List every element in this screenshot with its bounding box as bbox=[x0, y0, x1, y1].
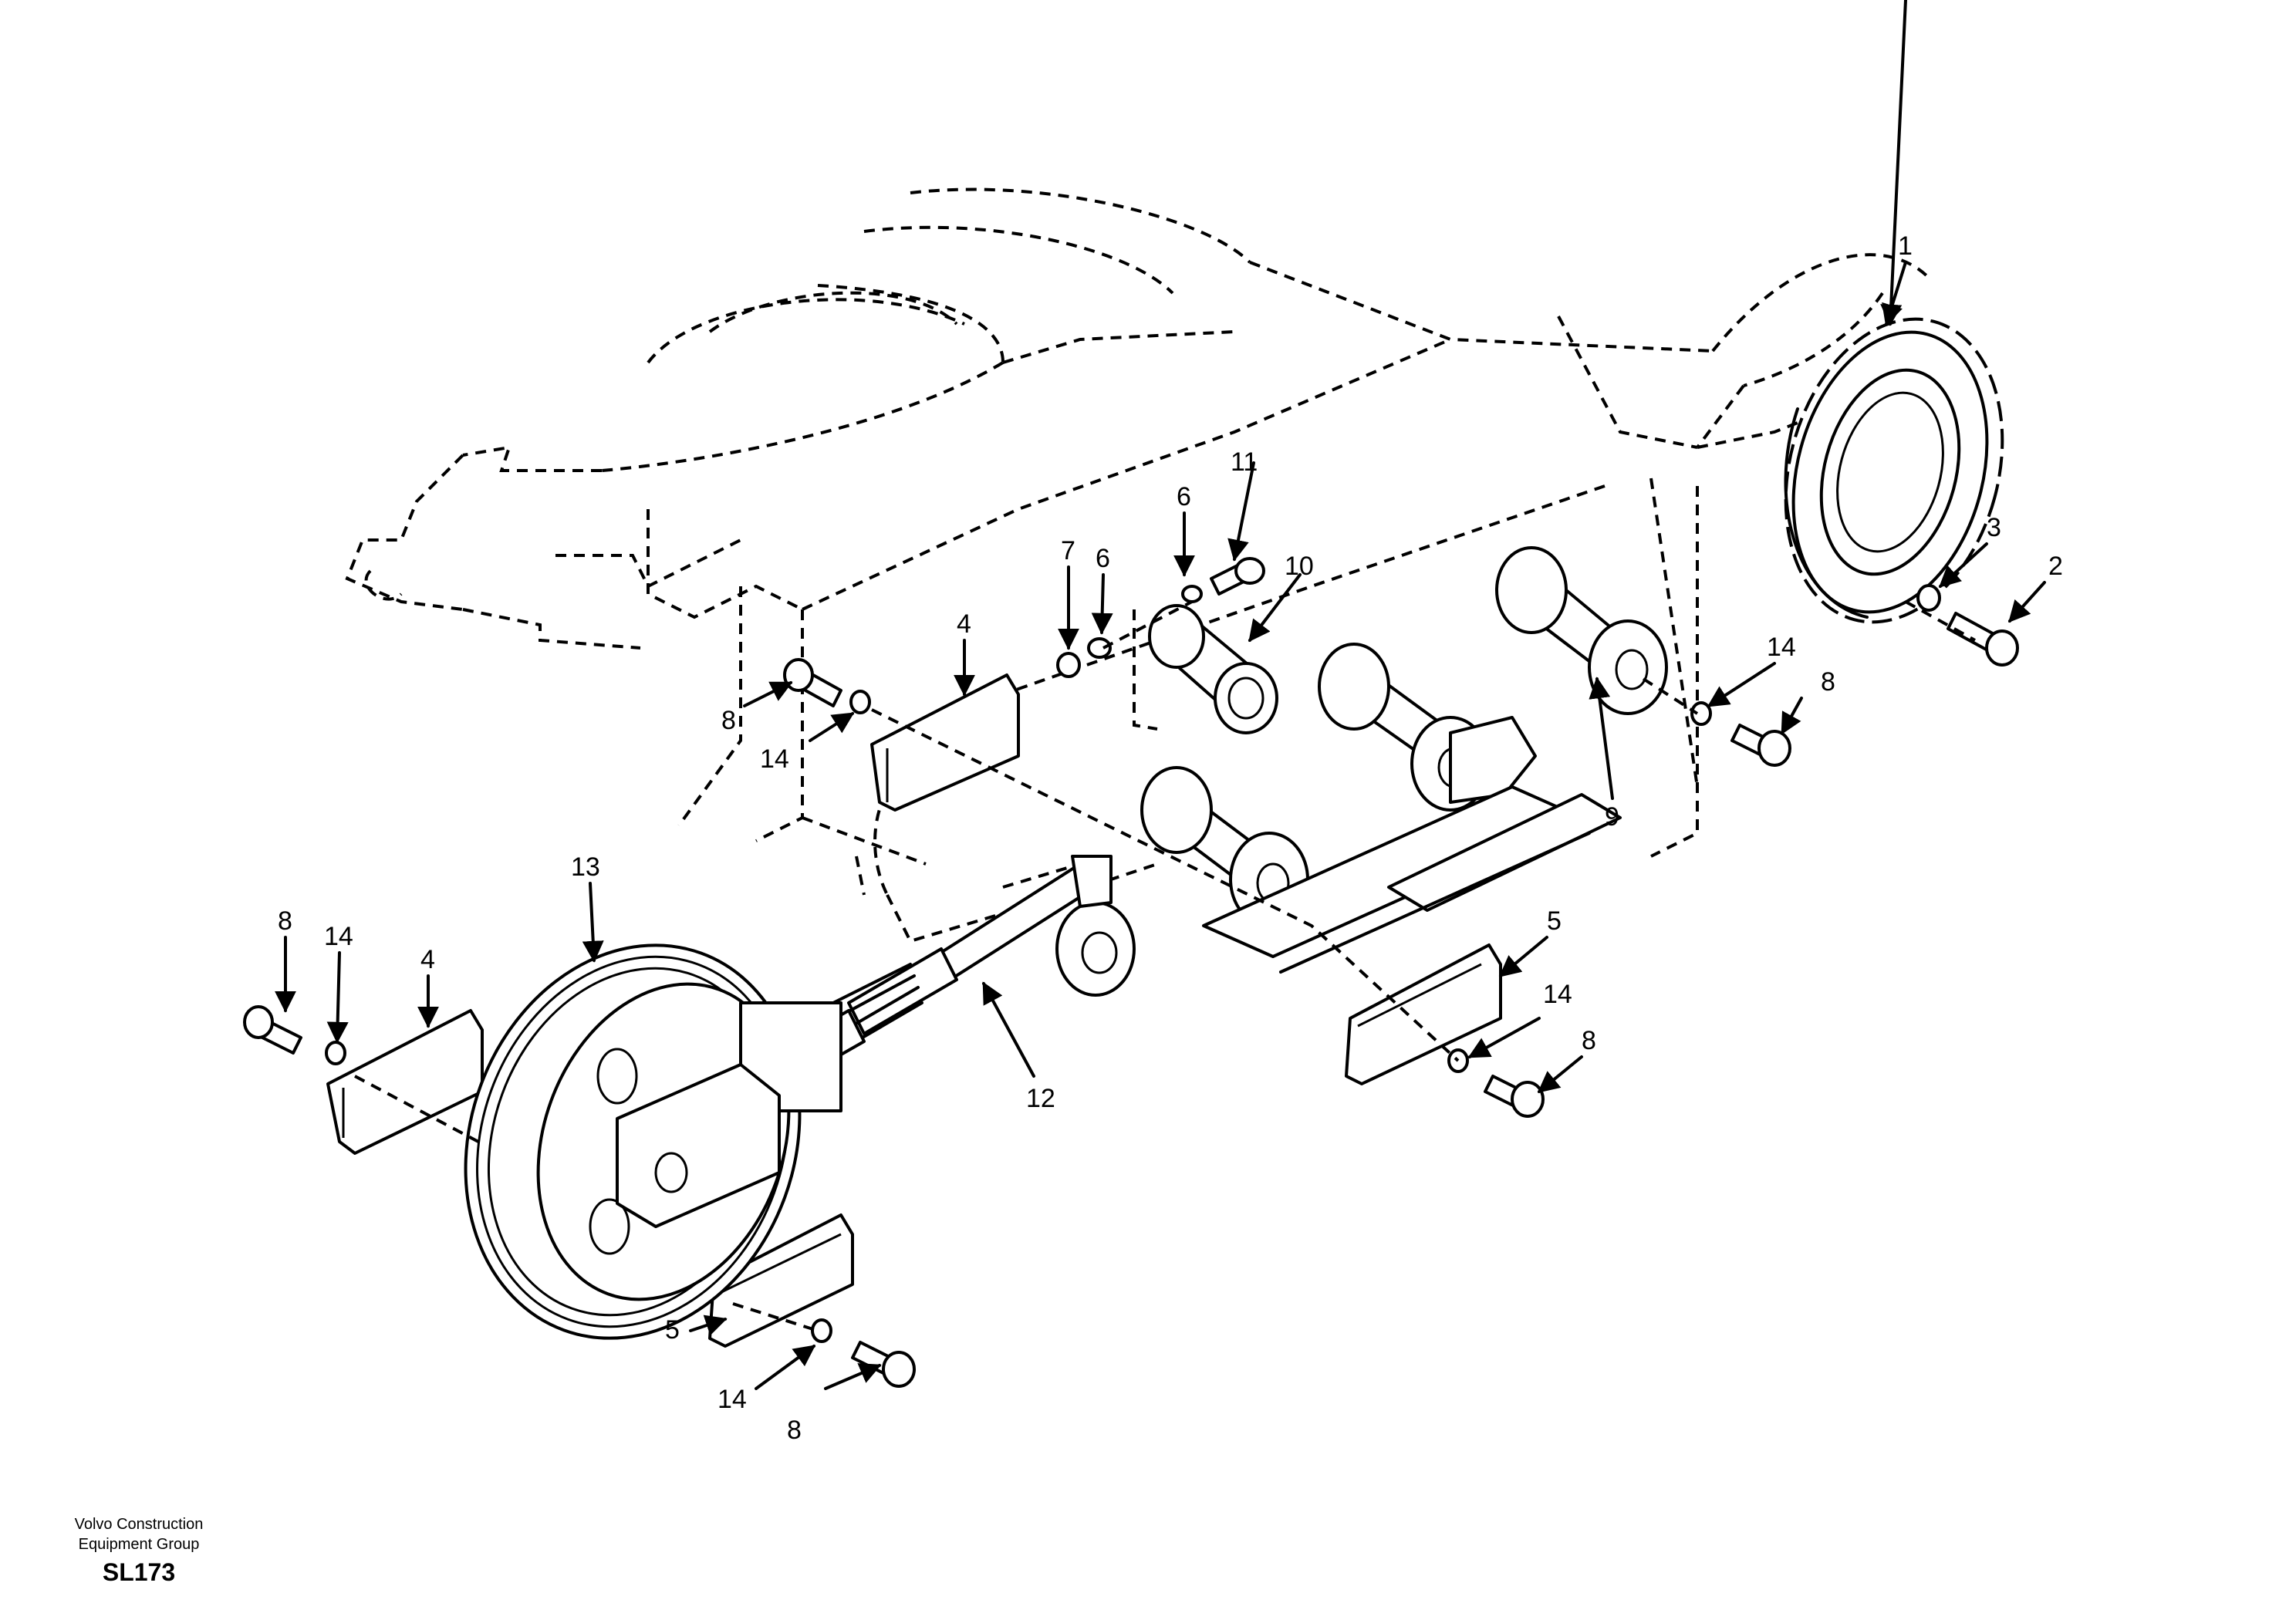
assembly-centerlines bbox=[354, 600, 1976, 1332]
track-roller-9 bbox=[1495, 546, 1668, 715]
callout-8-lower-right: 8 bbox=[1582, 1026, 1596, 1055]
callout-14-right: 14 bbox=[1767, 633, 1796, 662]
callout-14-lower-right: 14 bbox=[1543, 980, 1572, 1009]
callout-10: 10 bbox=[1285, 552, 1314, 581]
callout-14-bottom: 14 bbox=[718, 1385, 747, 1414]
track-guard-upper-4 bbox=[870, 673, 1020, 812]
callout-4-left: 4 bbox=[420, 945, 435, 974]
company-name: Volvo Construction Equipment Group bbox=[31, 1514, 247, 1554]
callout-8-bottom: 8 bbox=[787, 1416, 802, 1445]
drive-sprocket bbox=[1784, 317, 2004, 624]
track-guard-lower-5 bbox=[708, 1213, 854, 1348]
track-roller-front bbox=[1140, 766, 1309, 927]
undercarriage-frame-outline bbox=[345, 187, 1930, 943]
callout-8-upper-left: 8 bbox=[721, 706, 736, 735]
callout-8-far-left: 8 bbox=[278, 906, 292, 936]
callout-9: 9 bbox=[1605, 802, 1619, 832]
carrier-roller-10 bbox=[1133, 604, 1278, 734]
company-name-line2: Equipment Group bbox=[78, 1536, 200, 1553]
front-idler bbox=[464, 943, 842, 1340]
callout-2: 2 bbox=[2048, 552, 2063, 581]
callout-1: 1 bbox=[1898, 231, 1913, 261]
callout-labels: 1 2 3 4 4 5 5 6 6 7 8 8 8 8 9 10 11 12 1… bbox=[278, 231, 2063, 1445]
sheet-code: SL173 bbox=[102, 1558, 176, 1586]
callout-11: 11 bbox=[1231, 447, 1258, 477]
callout-8-right: 8 bbox=[1821, 667, 1835, 697]
track-guard-right-5 bbox=[1345, 943, 1502, 1085]
callout-4-upper: 4 bbox=[957, 609, 971, 639]
track-roller-small bbox=[1055, 901, 1136, 997]
company-name-line1: Volvo Construction bbox=[74, 1516, 204, 1533]
callout-6-upper: 6 bbox=[1177, 482, 1191, 511]
track-chain-section bbox=[1202, 785, 1622, 974]
callout-3: 3 bbox=[1987, 513, 2001, 542]
callout-14-upper-left: 14 bbox=[760, 744, 789, 774]
callout-13: 13 bbox=[571, 852, 600, 882]
callout-5-lower: 5 bbox=[665, 1315, 680, 1345]
callout-5-right: 5 bbox=[1547, 906, 1562, 936]
callout-leaders bbox=[275, 0, 2046, 1390]
callout-14-far-left: 14 bbox=[324, 922, 353, 951]
fastener-hardware bbox=[243, 557, 2019, 1388]
callout-7: 7 bbox=[1061, 536, 1075, 565]
callout-6-lower: 6 bbox=[1096, 544, 1110, 573]
track-roller-center bbox=[1318, 643, 1537, 812]
callout-12: 12 bbox=[1026, 1084, 1055, 1113]
